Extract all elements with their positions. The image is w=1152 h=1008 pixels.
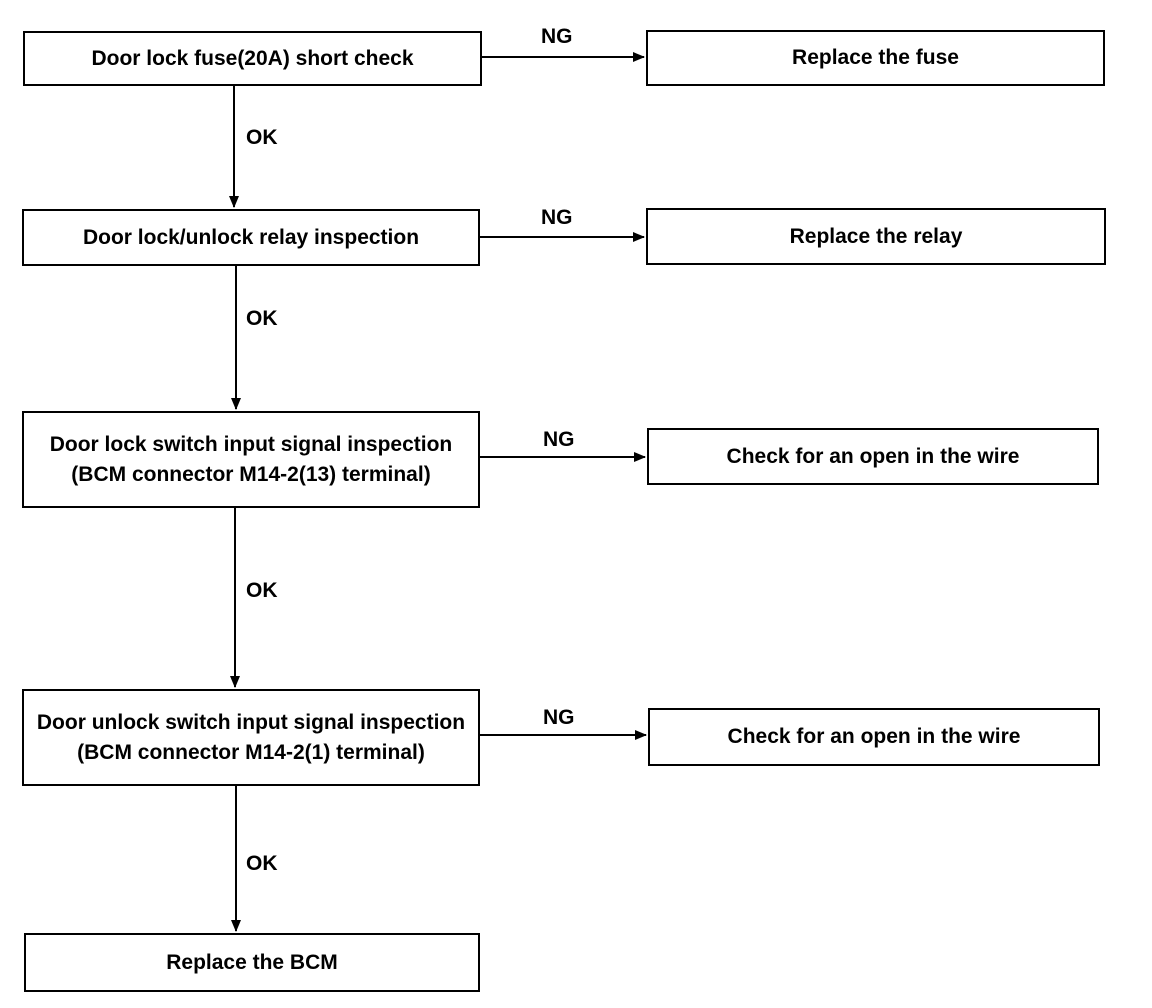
action-box-2: Replace the relay: [646, 208, 1106, 265]
action-box-3: Check for an open in the wire: [647, 428, 1099, 485]
check-box-1: Door lock fuse(20A) short check: [23, 31, 482, 86]
check-box-3: Door lock switch input signal inspection…: [22, 411, 480, 508]
ok-label-4: OK: [246, 852, 278, 875]
final-box: Replace the BCM: [24, 933, 480, 992]
check-box-2: Door lock/unlock relay inspection: [22, 209, 480, 266]
action-box-4: Check for an open in the wire: [648, 708, 1100, 766]
action-box-1: Replace the fuse: [646, 30, 1105, 86]
check-box-4: Door unlock switch input signal inspecti…: [22, 689, 480, 786]
ng-label-2: NG: [541, 206, 573, 229]
ok-label-1: OK: [246, 126, 278, 149]
ok-label-2: OK: [246, 307, 278, 330]
ng-label-1: NG: [541, 25, 573, 48]
ng-label-3: NG: [543, 428, 575, 451]
ng-label-4: NG: [543, 706, 575, 729]
ok-label-3: OK: [246, 579, 278, 602]
